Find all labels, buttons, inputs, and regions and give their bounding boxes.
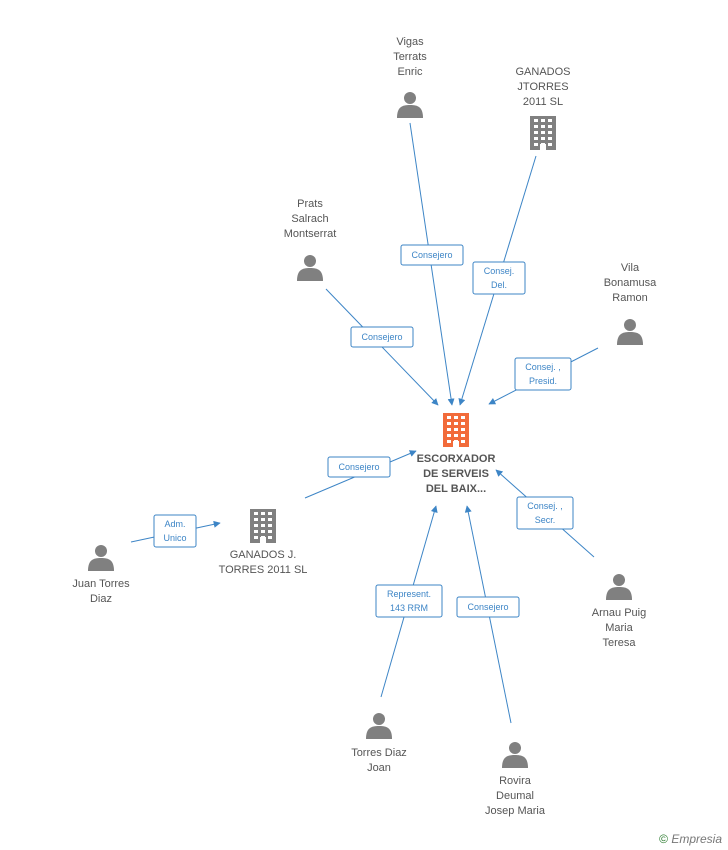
node-label: Vigas [396, 36, 424, 48]
edge-vigas: Consejero [400, 122, 464, 406]
relation-label: Del. [491, 280, 507, 290]
copyright-symbol: © [659, 832, 668, 846]
node-label: JTORRES [517, 81, 568, 93]
node-ganados_j[interactable]: GANADOS J. TORRES 2011 SL [219, 509, 308, 576]
relation-box [327, 456, 391, 478]
edge-ganados_jtorres: Consej. Del. [458, 155, 537, 406]
relation-label: Consejero [338, 462, 379, 472]
edge-rovira: Consejero [456, 505, 520, 724]
node-label: Juan Torres [72, 578, 130, 590]
person-icon [617, 319, 643, 345]
relation-label-box[interactable]: Consejero [400, 244, 464, 266]
person-icon [606, 574, 632, 600]
node-label: Diaz [90, 593, 112, 605]
relation-label: Presid. [529, 376, 557, 386]
relation-label: Consej. , [525, 362, 561, 372]
node-label: Prats [297, 198, 323, 210]
node-label: Ramon [612, 292, 647, 304]
edge-torres_diaz: Represent. 143 RRM [375, 505, 443, 698]
node-label: DE SERVEIS [423, 468, 489, 480]
relation-box [153, 514, 197, 548]
relation-box [516, 496, 574, 530]
edge-arnau: Consej. , Secr. [495, 469, 595, 558]
edge-prats: Consejero [325, 288, 439, 406]
node-label: Rovira [499, 775, 532, 787]
relation-label: Consej. [484, 266, 515, 276]
node-label: Vila [621, 262, 640, 274]
node-label: Montserrat [284, 228, 337, 240]
node-label: Arnau Puig [592, 607, 646, 619]
node-center[interactable]: ESCORXADOR DE SERVEIS DEL BAIX... [417, 413, 496, 495]
node-label: Joan [367, 762, 391, 774]
relation-label-box[interactable]: Consejero [327, 456, 391, 478]
node-label: Deumal [496, 790, 534, 802]
node-label: Josep Maria [485, 805, 546, 817]
building-icon [250, 509, 276, 543]
relation-box [456, 596, 520, 618]
node-label: Terrats [393, 51, 427, 63]
relation-box [514, 357, 572, 391]
footer-brand: © Empresia [659, 832, 722, 846]
relation-label: Unico [163, 533, 186, 543]
building-icon [443, 413, 469, 447]
node-label: Enric [397, 66, 423, 78]
node-label: Torres Diaz [351, 747, 407, 759]
relation-box [400, 244, 464, 266]
node-label: TORRES 2011 SL [219, 564, 308, 576]
relation-label: 143 RRM [390, 603, 428, 613]
node-label: Teresa [602, 637, 636, 649]
relation-box [472, 261, 526, 295]
person-icon [88, 545, 114, 571]
person-icon [397, 92, 423, 118]
relation-label: Consejero [361, 332, 402, 342]
edge-ganados_j: Consejero [304, 450, 417, 499]
relation-label: Consejero [411, 250, 452, 260]
relation-box [375, 584, 443, 618]
person-icon [502, 742, 528, 768]
node-label: DEL BAIX... [426, 483, 486, 495]
person-icon [366, 713, 392, 739]
relation-label-box[interactable]: Adm. Unico [153, 514, 197, 548]
node-ganados_jtorres[interactable]: GANADOS JTORRES 2011 SL [515, 66, 571, 150]
relation-label: Represent. [387, 589, 431, 599]
node-label: 2011 SL [523, 96, 563, 108]
brand-name: Empresia [671, 832, 722, 846]
relation-label: Consej. , [527, 501, 563, 511]
node-label: Salrach [291, 213, 328, 225]
edge-vila: Consej. , Presid. [488, 347, 599, 405]
relation-label-box[interactable]: Consej. , Presid. [514, 357, 572, 391]
node-label: GANADOS J. [230, 549, 297, 561]
relation-label-box[interactable]: Consej. Del. [472, 261, 526, 295]
person-icon [297, 255, 323, 281]
edge-juan: Adm. Unico [130, 514, 221, 548]
relation-label-box[interactable]: Consej. , Secr. [516, 496, 574, 530]
building-icon [530, 116, 556, 150]
relation-label: Consejero [467, 602, 508, 612]
node-label: Bonamusa [604, 277, 657, 289]
relation-label: Adm. [164, 519, 185, 529]
node-label: GANADOS [515, 66, 570, 78]
relation-label: Secr. [535, 515, 556, 525]
relation-box [350, 326, 414, 348]
relation-label-box[interactable]: Consejero [350, 326, 414, 348]
relation-label-box[interactable]: Consejero [456, 596, 520, 618]
node-label: ESCORXADOR [417, 453, 496, 465]
node-label: Maria [605, 622, 633, 634]
relation-label-box[interactable]: Represent. 143 RRM [375, 584, 443, 618]
